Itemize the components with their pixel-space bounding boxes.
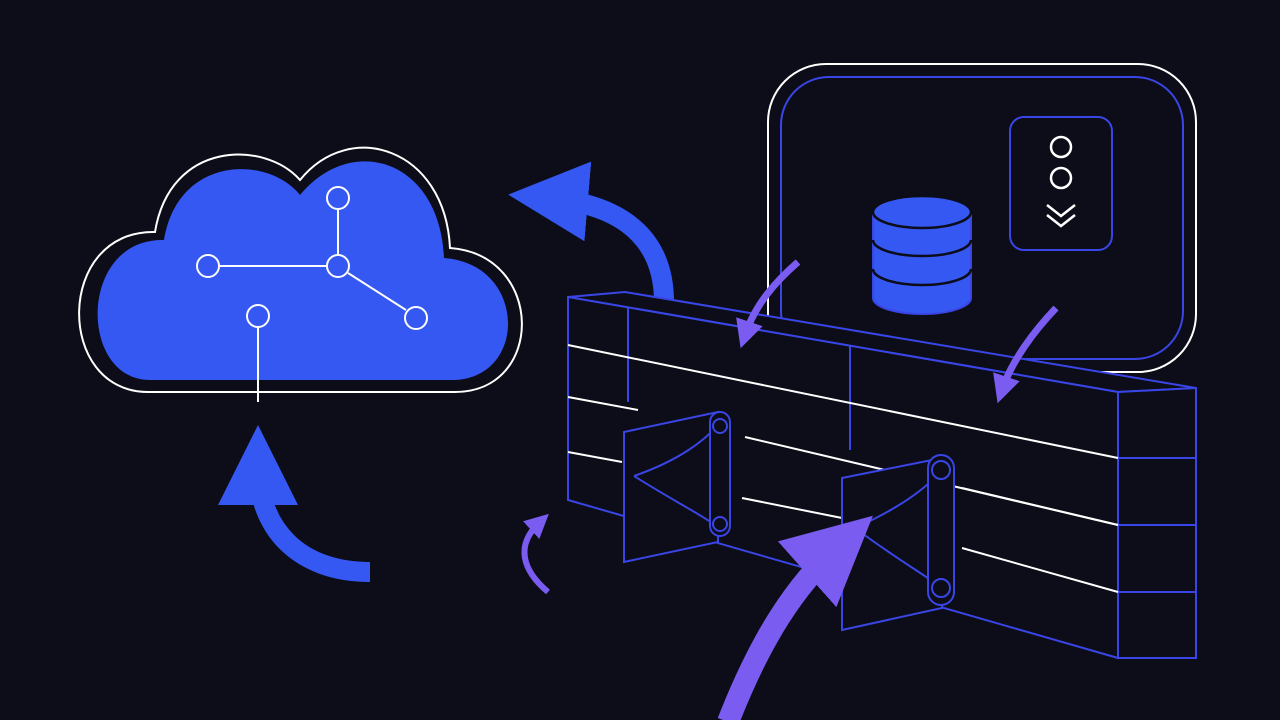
- gate-door-icon: [623, 410, 731, 564]
- wall-side-face: [1117, 386, 1197, 659]
- status-indicator-icon: [1049, 135, 1073, 159]
- curved-arrow-icon: [218, 425, 371, 582]
- database-icon: [871, 194, 973, 315]
- network-node: [404, 306, 428, 330]
- curved-arrow-icon: [736, 259, 801, 349]
- curved-arrow-icon: [508, 161, 674, 303]
- purple-threat-arrows: [521, 259, 1059, 720]
- status-module: [1009, 116, 1113, 251]
- network-node: [326, 254, 350, 278]
- blue-flow-arrows: [218, 161, 674, 582]
- cloud-outline: [78, 146, 523, 393]
- gate-door-icon: [841, 454, 955, 632]
- curved-arrow-icon: [717, 515, 873, 720]
- network-node: [196, 254, 220, 278]
- cloud-network-icon: [78, 146, 523, 402]
- network-node: [326, 186, 350, 210]
- cloud-body: [97, 161, 509, 380]
- curved-arrow-icon: [521, 513, 550, 595]
- server-panel-icon: [767, 63, 1197, 373]
- status-indicator-icon: [1049, 166, 1073, 190]
- network-node: [246, 304, 270, 328]
- curved-arrow-icon: [993, 305, 1059, 404]
- double-chevron-down-icon: [1046, 204, 1076, 228]
- server-panel-outer: [767, 63, 1197, 373]
- server-panel-inner: [780, 76, 1184, 360]
- network-graph: [196, 186, 428, 402]
